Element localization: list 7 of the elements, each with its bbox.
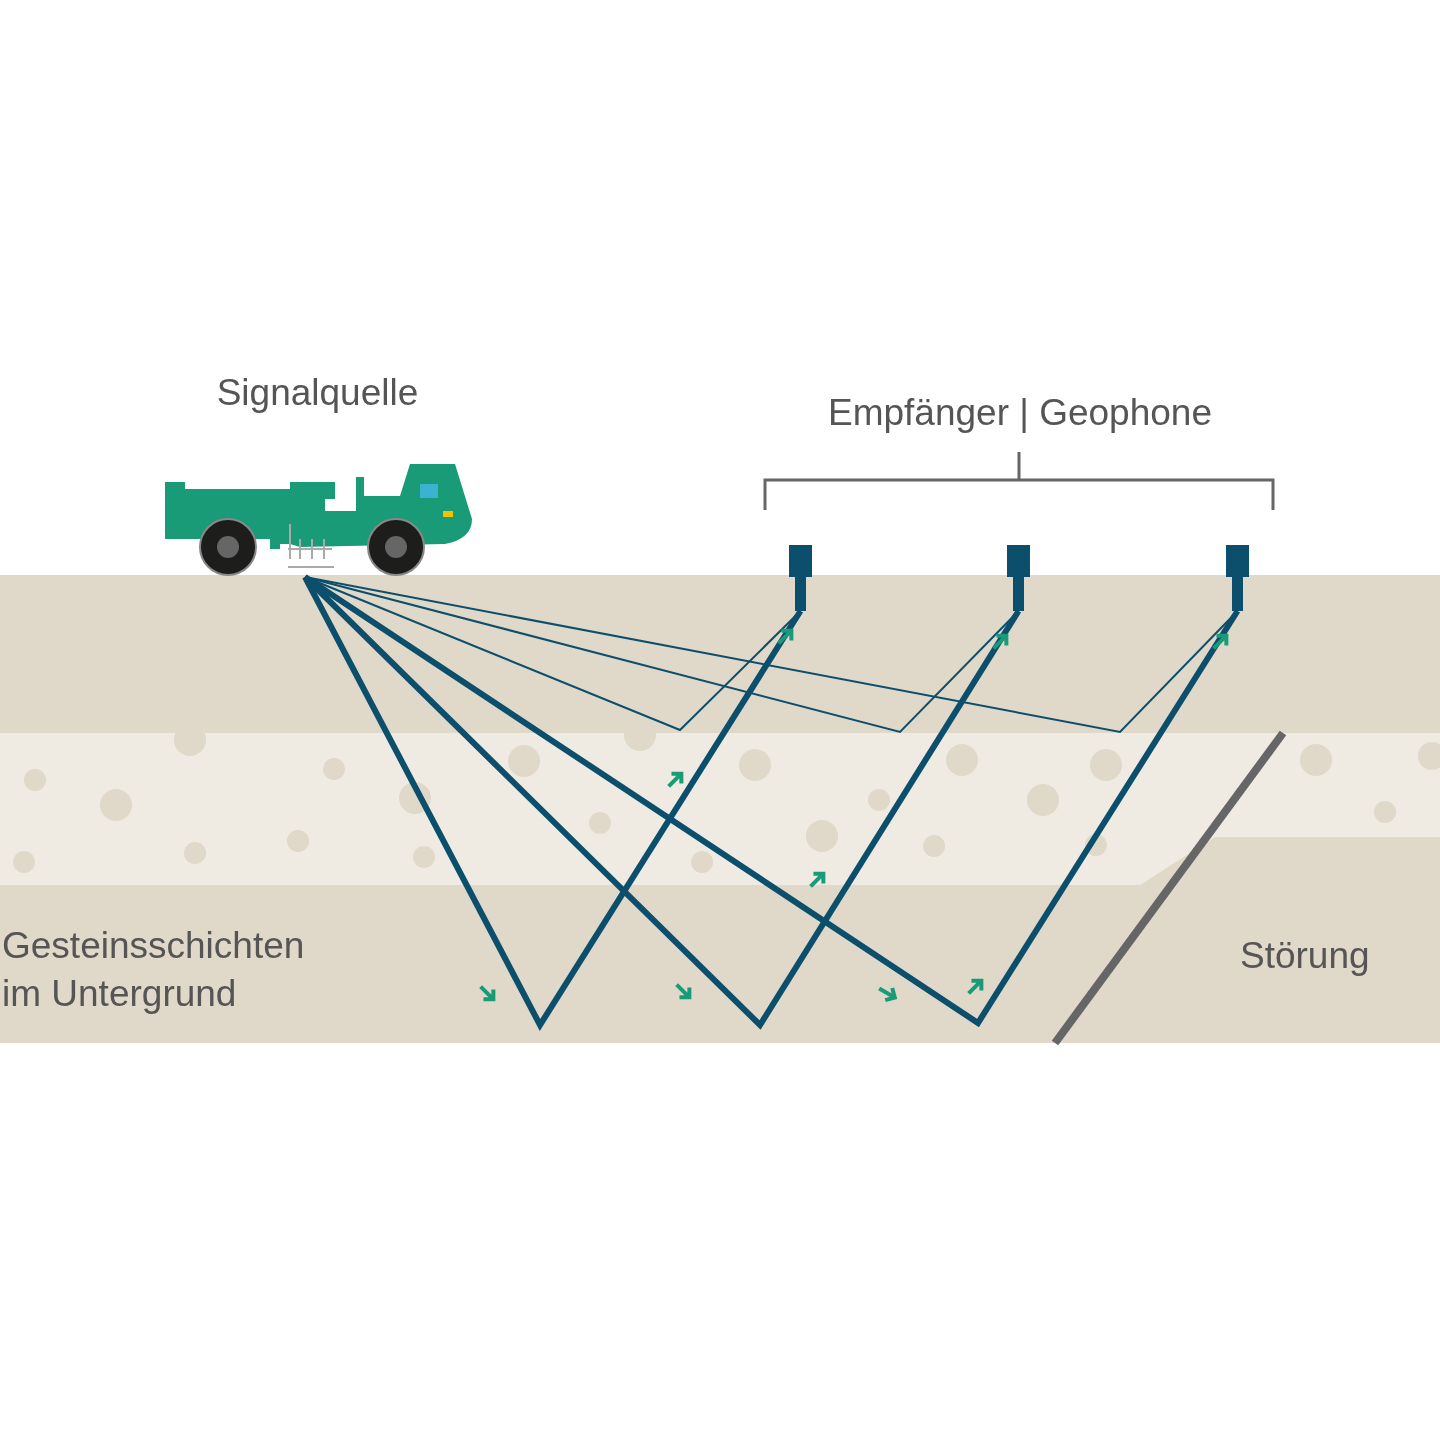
node-label: Signalquelle	[215, 371, 420, 415]
seismic-ray	[302, 574, 1022, 1030]
group-label: Empfänger | Geophone	[827, 391, 1213, 435]
fault-label: Störung	[1240, 934, 1370, 978]
layer-label: Gesteinsschichten im Untergrund	[2, 924, 306, 1016]
seismic-ray	[302, 575, 804, 1031]
seismic-ray	[303, 574, 1241, 1028]
